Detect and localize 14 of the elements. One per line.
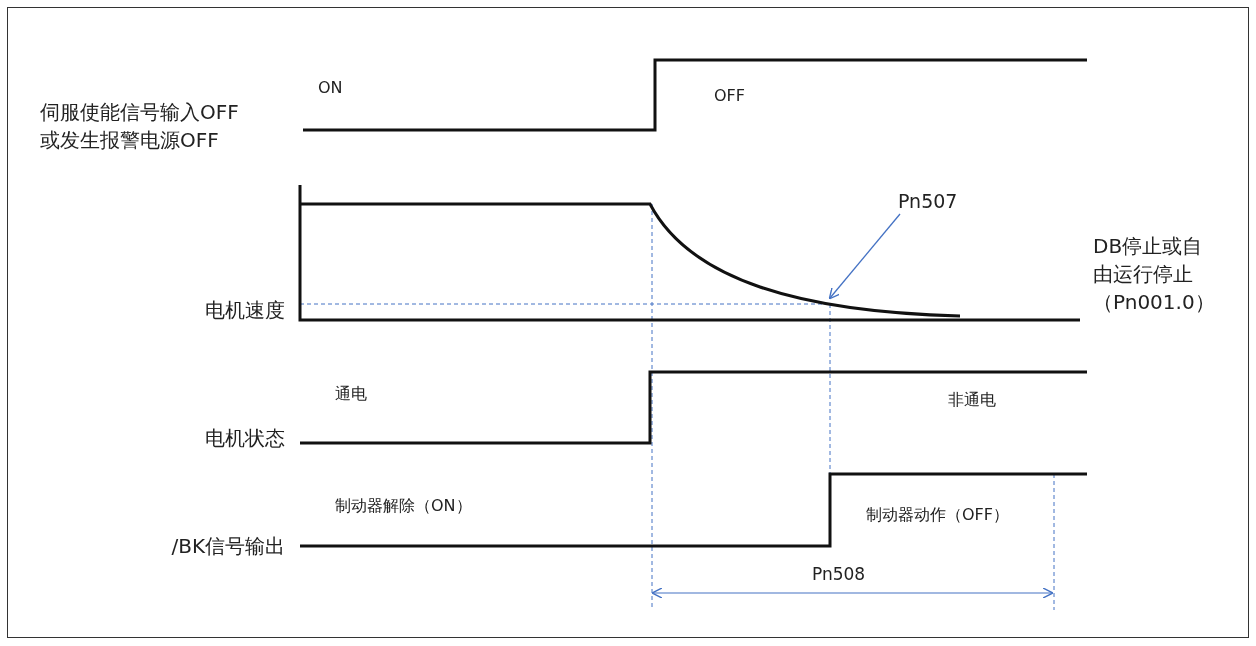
state-label: 制动器动作（OFF） — [866, 505, 1009, 525]
signal-name: /BK信号输出 — [171, 534, 285, 559]
stop-mode-note: DB停止或自由运行停止（Pn001.0） — [1093, 233, 1216, 316]
state-label: OFF — [714, 86, 745, 106]
state-label: ON — [318, 78, 343, 98]
signal-name: 电机速度 — [205, 298, 285, 323]
state-label: 制动器解除（ON） — [335, 496, 472, 516]
parameter-label: Pn507 — [898, 190, 958, 214]
signal-name: 电机状态 — [205, 426, 285, 451]
state-label: 通电 — [335, 384, 367, 404]
dimension-label: Pn508 — [812, 564, 866, 586]
leader-line — [828, 213, 901, 300]
signal-name: 伺服使能信号输入OFF或发生报警电源OFF — [40, 99, 240, 154]
state-label: 非通电 — [948, 390, 996, 410]
